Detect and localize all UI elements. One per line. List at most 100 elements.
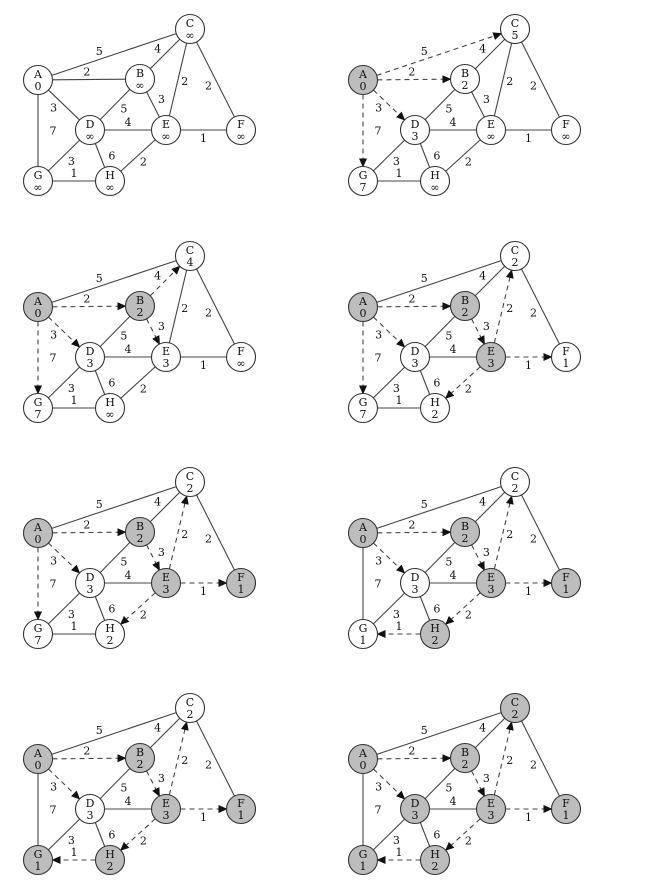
node-distance: 1 (563, 583, 570, 596)
edge-c-e (168, 42, 188, 117)
edge-d-g (47, 366, 81, 399)
edge-weight-c-f: 2 (530, 80, 537, 93)
edge-weight-d-h: 6 (108, 150, 115, 163)
node-d: D3 (399, 793, 431, 825)
node-distance: ∞ (105, 181, 114, 194)
node-distance: 7 (360, 408, 367, 421)
edge-weight-b-e: 3 (158, 320, 165, 333)
node-f: F1 (225, 567, 257, 599)
edge-weight-c-f: 2 (530, 759, 537, 772)
node-f: F1 (225, 793, 257, 825)
node-h: H2 (419, 844, 451, 876)
edge-d-h (419, 822, 431, 847)
node-label: G (34, 622, 43, 635)
node-f: F∞ (550, 114, 582, 146)
edge-weight-a-d: 3 (50, 101, 57, 114)
edge-weight-d-e: 4 (450, 795, 457, 808)
node-distance: 0 (360, 533, 367, 546)
node-label: G (34, 396, 43, 409)
node-label: F (237, 118, 245, 131)
node-distance: 0 (360, 80, 367, 93)
edge-weight-e-f: 1 (200, 359, 207, 372)
edge-weight-d-g: 3 (68, 155, 75, 168)
edge-weight-e-f: 1 (200, 585, 207, 598)
edge-weight-a-d: 3 (50, 554, 57, 567)
edge-a-d (373, 316, 406, 348)
edge-weight-e-f: 1 (525, 811, 532, 824)
edge-weight-c-e: 2 (181, 754, 188, 767)
node-distance: 0 (35, 307, 42, 320)
edge-weight-b-e: 3 (483, 546, 490, 559)
node-label: E (487, 345, 495, 358)
edge-b-d (424, 767, 456, 800)
edge-weight-a-g: 7 (375, 804, 382, 817)
node-circle (22, 392, 54, 424)
node-distance: 1 (238, 583, 245, 596)
node-distance: 2 (462, 306, 469, 319)
node-a: A0 (347, 743, 379, 775)
edge-weight-d-e: 4 (450, 343, 457, 356)
node-label: H (105, 169, 115, 182)
node-label: F (562, 797, 570, 810)
edge-weight-d-g: 3 (393, 155, 400, 168)
node-distance: 3 (87, 357, 94, 370)
node-distance: 7 (35, 634, 42, 647)
edge-a-b (377, 754, 452, 763)
edge-a-c (51, 260, 177, 303)
edge-b-e (471, 770, 485, 797)
node-circle (347, 392, 379, 424)
edge-weight-b-e: 3 (483, 93, 490, 106)
edge-layer (359, 32, 560, 182)
node-h: H2 (419, 392, 451, 424)
node-f: F∞ (225, 341, 257, 373)
node-distance: 7 (35, 408, 42, 421)
node-e: E3 (475, 793, 507, 825)
edge-b-c (474, 717, 506, 749)
node-distance: 2 (107, 634, 114, 647)
node-distance: 2 (432, 860, 439, 873)
node-label: A (358, 521, 368, 534)
node-d: D3 (74, 793, 106, 825)
edge-weight-d-e: 4 (125, 795, 132, 808)
edge-c-e (168, 495, 189, 570)
node-c: C4 (174, 240, 206, 272)
node-distance: 3 (163, 809, 170, 822)
edge-weight-c-e: 2 (506, 75, 513, 88)
edge-a-b (377, 75, 452, 84)
node-circle (94, 392, 126, 424)
edge-e-h (444, 366, 481, 399)
node-circle (475, 793, 507, 825)
edge-weight-d-e: 4 (125, 116, 132, 129)
node-d: D3 (399, 114, 431, 146)
edge-weight-c-f: 2 (205, 307, 212, 320)
edge-c-f (521, 494, 560, 571)
node-d: D3 (399, 341, 431, 373)
node-distance: 3 (412, 130, 419, 143)
edge-d-g (47, 139, 81, 172)
edge-weight-a-g: 7 (50, 352, 57, 365)
edge-weight-a-g: 7 (375, 125, 382, 138)
edge-b-c (149, 265, 181, 297)
edge-weight-a-d: 3 (50, 780, 57, 793)
node-f: F1 (550, 567, 582, 599)
node-distance: 0 (35, 80, 42, 93)
node-label: A (358, 747, 368, 760)
edge-a-d (373, 542, 406, 574)
edge-weight-a-g: 7 (50, 125, 57, 138)
edge-a-c (376, 32, 503, 76)
edge-weight-d-g: 3 (393, 834, 400, 847)
node-b: B2 (449, 290, 481, 322)
node-label: G (359, 396, 368, 409)
node-distance: 1 (35, 860, 42, 873)
node-distance: 2 (107, 860, 114, 873)
node-b: B2 (124, 290, 156, 322)
node-e: E∞ (150, 114, 182, 146)
edge-weight-b-d: 5 (120, 102, 127, 115)
edge-weight-e-h: 2 (465, 155, 472, 168)
edge-c-f (521, 720, 560, 797)
node-a: A0 (347, 291, 379, 323)
node-circle (225, 341, 257, 373)
edge-weight-a-b: 2 (83, 519, 90, 532)
